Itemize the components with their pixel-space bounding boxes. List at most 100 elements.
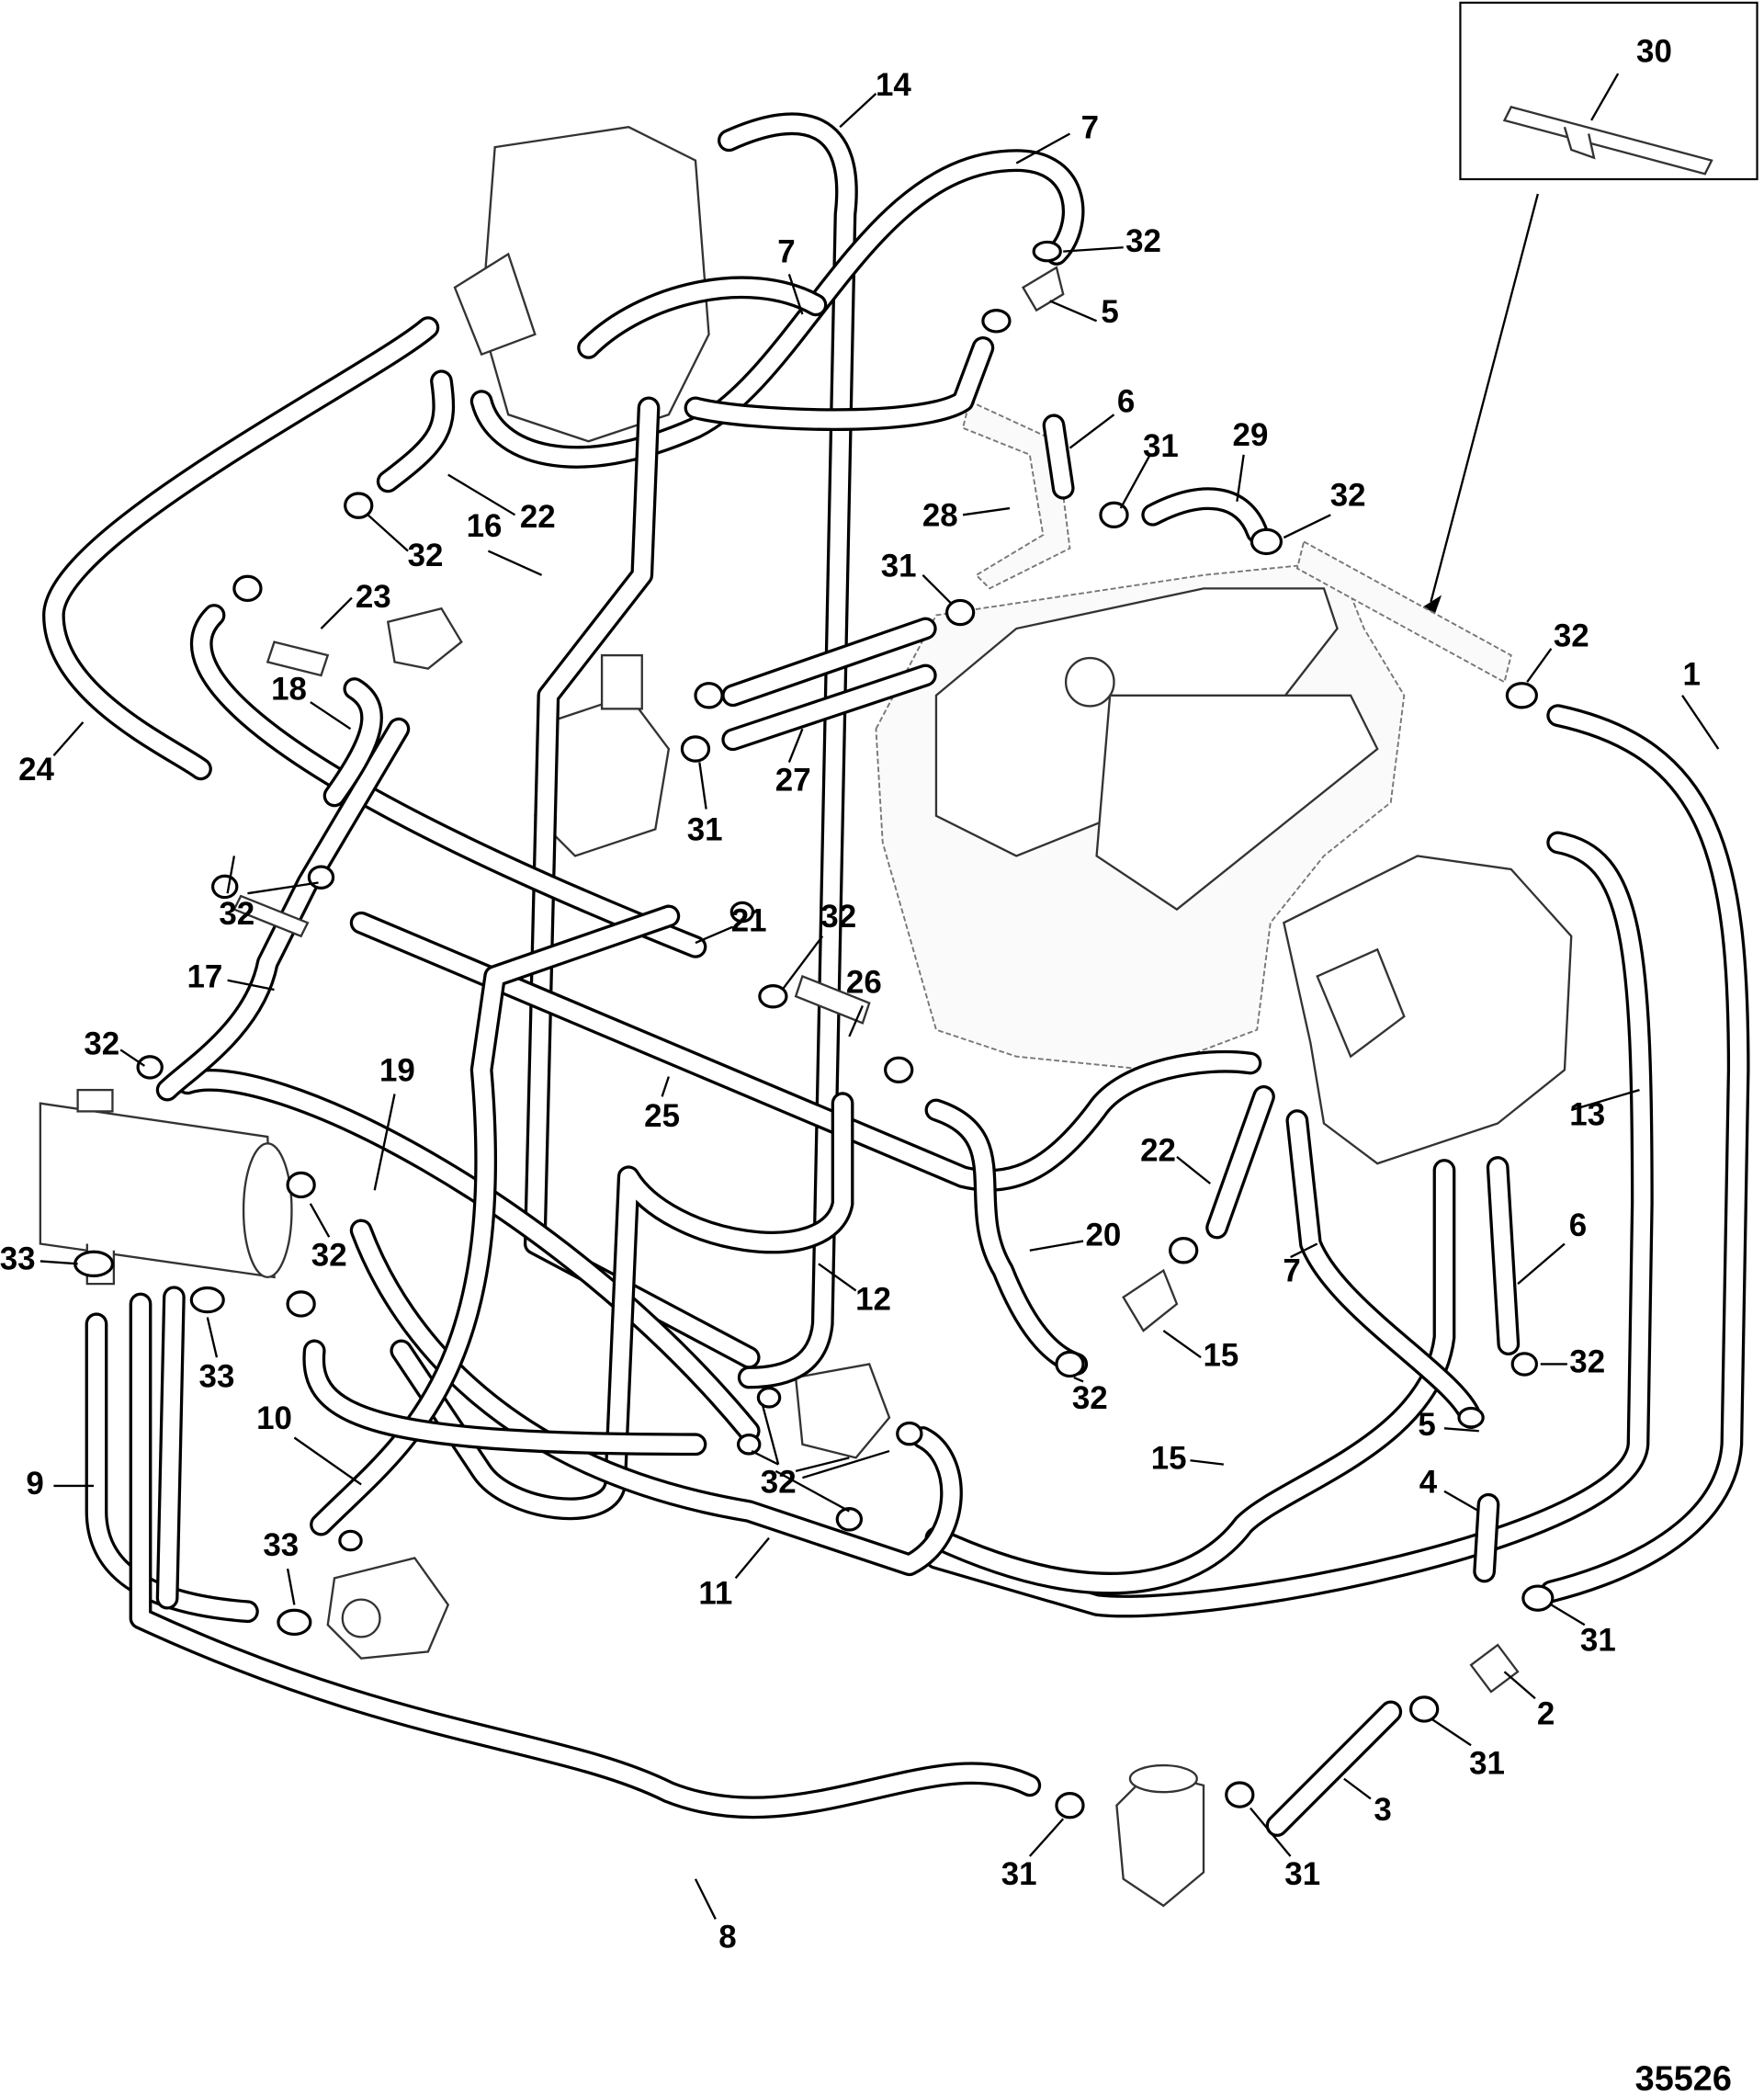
leader-lines (40, 93, 1720, 1920)
hose (1285, 1109, 1483, 1430)
part-label: 22 (1140, 1133, 1176, 1169)
part-label: 6 (1569, 1207, 1587, 1243)
part-label: 32 (1554, 618, 1589, 653)
hose (322, 677, 383, 808)
hose (349, 911, 1262, 1192)
hose (1473, 1492, 1500, 1583)
part-label: 27 (775, 763, 811, 799)
part-label: 32 (84, 1026, 119, 1061)
part-label: 10 (256, 1400, 292, 1436)
hose (684, 336, 995, 431)
hose (924, 1098, 1089, 1376)
part-label: 6 (1117, 384, 1135, 420)
part-label: 33 (263, 1527, 299, 1563)
hose (175, 1069, 761, 1443)
circulating-pump (326, 1557, 450, 1660)
inset-box: 30 (1459, 1, 1758, 181)
hose (1141, 487, 1269, 544)
part-label: 32 (311, 1237, 347, 1273)
part-label: 32 (761, 1465, 797, 1501)
hose (1205, 1085, 1275, 1240)
part-label: 23 (356, 579, 391, 615)
part-label: 7 (777, 234, 795, 270)
part-label: 16 (467, 508, 503, 544)
hose (924, 831, 1654, 1618)
part-label: 22 (520, 499, 556, 535)
part-label: 2 (1537, 1695, 1555, 1731)
part-label: 14 (876, 67, 911, 103)
part-label: 20 (1085, 1217, 1121, 1253)
part-label: 26 (846, 964, 882, 1000)
hose (302, 1339, 707, 1457)
part-label: 7 (1283, 1253, 1300, 1289)
part-label: 5 (1418, 1407, 1435, 1443)
hose (390, 1092, 854, 1521)
hose (155, 717, 411, 1102)
engine-block (875, 561, 1406, 1071)
inset-pointer-arrow (1430, 193, 1539, 603)
hose (189, 604, 707, 958)
hose (42, 316, 440, 781)
part-label: 31 (1001, 1856, 1037, 1892)
part-label: 24 (18, 752, 54, 788)
hose (1265, 1700, 1403, 1837)
hose (1486, 1156, 1521, 1356)
hose (376, 369, 456, 493)
hose-clamps (74, 240, 1555, 1819)
part-label: 1 (1683, 657, 1701, 693)
part-number-labels: 14 7 32 7 5 6 31 29 22 16 32 28 32 23 31… (0, 67, 1701, 1955)
part-label: 13 (1569, 1096, 1605, 1132)
part-label: 15 (1151, 1440, 1187, 1476)
part-label: 9 (26, 1466, 43, 1502)
inset-part-number: 30 (1636, 33, 1672, 69)
part-label: 31 (687, 811, 723, 847)
hose-outlines (42, 112, 1750, 1837)
part-label: 12 (855, 1281, 891, 1317)
part-label: 32 (820, 899, 856, 935)
part-label: 32 (1125, 223, 1161, 259)
hose (310, 904, 681, 1536)
part-label: 3 (1374, 1792, 1391, 1828)
part-label: 21 (731, 902, 767, 938)
part-label: 31 (1284, 1856, 1320, 1892)
part-label: 17 (187, 959, 222, 995)
hose (924, 1159, 1456, 1595)
part-label: 29 (1233, 417, 1269, 453)
part-label: 11 (698, 1575, 732, 1611)
thermostat-housing (534, 653, 671, 857)
hose (1540, 704, 1750, 1604)
sea-water-pump (1115, 1763, 1205, 1908)
part-label: 32 (1072, 1380, 1108, 1416)
part-label: 18 (271, 672, 307, 708)
part-label: 32 (408, 538, 444, 573)
part-label: 5 (1101, 294, 1118, 330)
heat-exchanger (39, 1088, 293, 1286)
water-pump-small (386, 606, 463, 670)
hose (721, 617, 937, 708)
exhaust-manifold-right (1283, 855, 1573, 1165)
part-label: 32 (1330, 478, 1366, 514)
hose (717, 112, 858, 1389)
part-label: 25 (644, 1098, 680, 1134)
part-label: 15 (1204, 1337, 1239, 1373)
distribution-tube (1295, 540, 1512, 684)
part-label: 19 (379, 1052, 415, 1088)
part-label: 33 (0, 1241, 36, 1277)
hose (1042, 414, 1075, 500)
part-label: 31 (1580, 1622, 1616, 1658)
part-label: 32 (219, 896, 254, 932)
part-label: 33 (199, 1359, 235, 1395)
part-label: 7 (1081, 109, 1099, 145)
figure-number: 35526 (1635, 2060, 1732, 2097)
part-label: 31 (1469, 1745, 1505, 1781)
part-label: 28 (922, 497, 958, 533)
part-label: 31 (881, 549, 917, 584)
part-label: 8 (718, 1919, 736, 1955)
part-label: 32 (1569, 1344, 1605, 1380)
hose (721, 663, 937, 752)
exhaust-manifold-left (453, 126, 710, 443)
hose (129, 1292, 1042, 1819)
part-label: 31 (1143, 428, 1179, 464)
hose (155, 1286, 186, 1610)
